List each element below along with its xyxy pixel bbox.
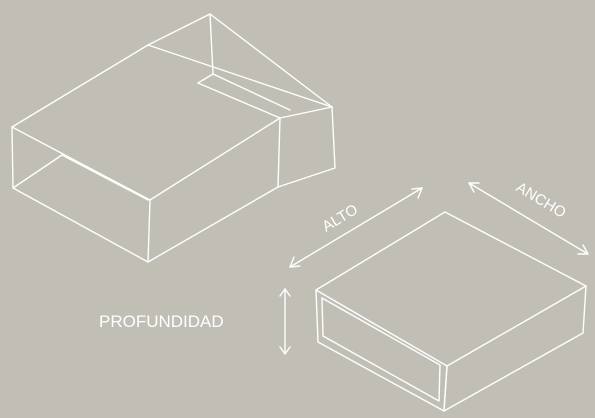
open-box-illustration <box>11 13 336 263</box>
arrowhead <box>468 182 480 193</box>
depth-dimension-arrow <box>279 288 291 355</box>
double-arrow-icon <box>468 182 589 255</box>
arrowhead <box>411 187 423 199</box>
tray-inner-left <box>197 82 281 119</box>
arrowhead <box>289 256 301 268</box>
closed-box-right-face <box>443 285 587 412</box>
closed-box-illustration <box>315 211 587 412</box>
width-label: ANCHO <box>513 179 569 222</box>
sleeve-left-face <box>11 126 149 263</box>
height-dimension-arrow <box>289 187 423 268</box>
sleeve-top-face <box>11 44 333 201</box>
arrowhead <box>577 244 589 255</box>
double-arrow-icon <box>289 187 423 268</box>
closed-box-left-face <box>315 289 448 412</box>
height-label: ALTO <box>319 201 361 235</box>
depth-label: PROFUNDIDAD <box>99 312 224 331</box>
sleeve-right-edge <box>277 106 336 188</box>
tray-top-rim <box>147 13 333 108</box>
closed-box-top-face <box>315 211 587 367</box>
tray-inner-right <box>212 73 291 111</box>
width-dimension-arrow <box>468 182 589 255</box>
arrowhead <box>279 346 291 355</box>
closed-box-drawer-inset <box>321 297 441 402</box>
drawer-inner-edge <box>12 154 149 201</box>
sleeve-front-face <box>147 117 281 263</box>
arrowhead <box>279 288 291 297</box>
tray-back-edge <box>197 13 214 84</box>
